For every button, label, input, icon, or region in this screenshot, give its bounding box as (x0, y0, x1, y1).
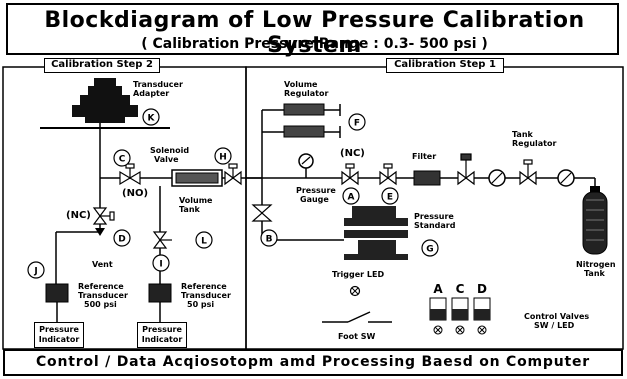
control-valve-letter-c: C (455, 282, 465, 296)
marker-f-circle (348, 113, 366, 131)
valve-b-shape (251, 204, 273, 222)
step1-label: Calibration Step 1 (386, 58, 504, 73)
foot-sw-label: Foot SW (338, 332, 376, 341)
valve-l-shape (152, 231, 172, 249)
title-box: Blockdiagram of Low Pressure Calibration… (6, 3, 619, 58)
ref-transducer-50-shape (148, 283, 172, 303)
page-subtitle: ( Calibration Pressure Range : 0.3- 500 … (141, 36, 488, 52)
control-valve-letter-a: A (433, 282, 443, 296)
footer-banner: Control / Data Acqiosotopm amd Processin… (3, 349, 623, 376)
volume-regulator-1-shape (283, 103, 325, 116)
pressure-standard-shape (344, 206, 408, 260)
marker-j-circle (27, 261, 45, 279)
marker-b-circle (260, 229, 278, 247)
control-valve-letter-d: D (477, 282, 487, 296)
step2-label: Calibration Step 2 (44, 58, 160, 73)
marker-d: D (118, 235, 125, 245)
marker-a: A (348, 193, 355, 203)
valve-c-shape (119, 163, 141, 186)
vent-label: Vent (92, 260, 113, 269)
valve-d-shape (92, 207, 115, 225)
trigger-led-label: Trigger LED (332, 270, 385, 279)
foot-switch-shape (322, 311, 392, 323)
marker-k: K (148, 114, 156, 124)
valve-h-shape (224, 163, 242, 186)
no-label: (NO) (122, 188, 149, 199)
marker-k-circle (142, 108, 160, 126)
nc-label-a: (NC) (340, 148, 365, 159)
marker-i: I (159, 260, 162, 270)
marker-g-circle (421, 239, 439, 257)
valve-e-shape (379, 163, 397, 186)
control-valves-shape (429, 297, 491, 335)
nitrogen-tank-shape (582, 191, 608, 255)
page-title: Blockdiagram of Low Pressure Calibration… (44, 8, 585, 58)
valve-a-shape (341, 163, 359, 186)
tank-regulator-shape (519, 159, 537, 186)
nc-label-d: (NC) (66, 210, 91, 221)
marker-d-circle (113, 229, 131, 247)
marker-a-circle (342, 187, 360, 205)
marker-g: G (426, 245, 433, 255)
marker-l-circle (195, 231, 213, 249)
marker-b: B (266, 235, 273, 245)
marker-h-circle (214, 147, 232, 165)
tank-valve-shape (457, 153, 475, 186)
marker-e-circle (381, 187, 399, 205)
volume-regulator-2-shape (283, 125, 325, 138)
marker-c-circle (113, 149, 131, 167)
filter-shape (413, 170, 441, 186)
marker-j: J (33, 267, 37, 277)
marker-e: E (387, 193, 393, 203)
ref-transducer-500-shape (45, 283, 69, 303)
filter-label: Filter (412, 152, 437, 161)
marker-f: F (354, 119, 360, 129)
marker-l: L (201, 237, 207, 247)
marker-c: C (119, 155, 126, 165)
marker-i-circle (152, 254, 170, 272)
transducer-adapter-shape (72, 78, 138, 123)
marker-h: H (219, 153, 227, 163)
